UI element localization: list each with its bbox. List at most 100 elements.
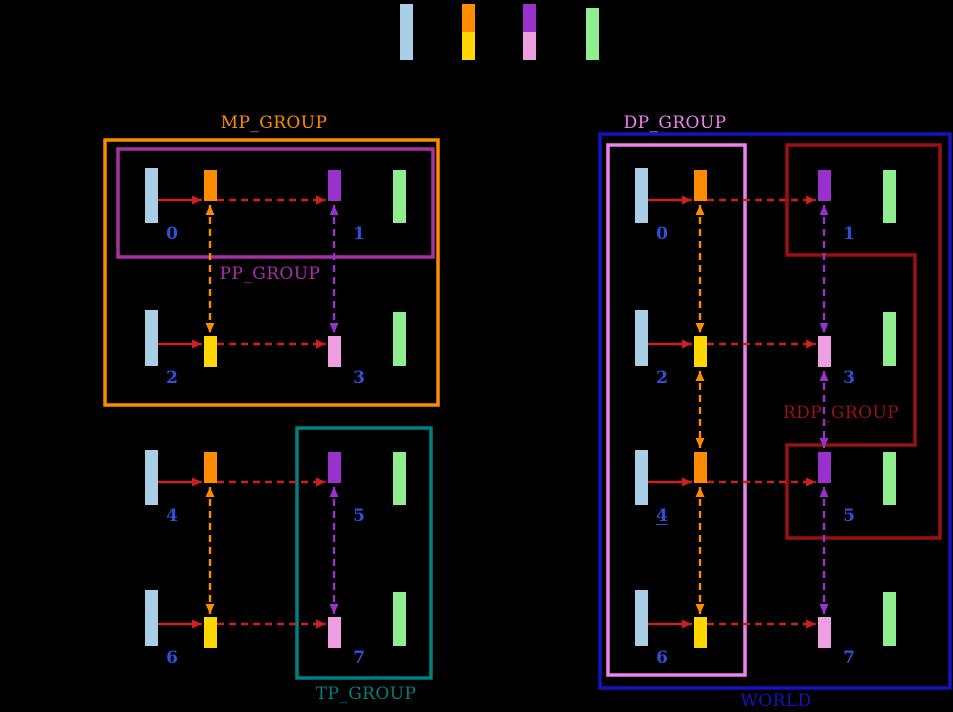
arrowhead bbox=[819, 438, 829, 448]
arrowhead bbox=[695, 604, 705, 614]
left-r6-input-bar bbox=[145, 590, 158, 646]
dp-group-label: DP_GROUP bbox=[623, 113, 727, 133]
rank-label-left-0: 0 bbox=[166, 224, 178, 244]
arrowhead bbox=[316, 339, 326, 349]
arrowhead bbox=[205, 323, 215, 333]
right-r6-half-bar bbox=[694, 617, 707, 648]
arrowhead bbox=[192, 619, 202, 629]
world-group-label: WORLD bbox=[740, 691, 812, 711]
left-r5-output-bar bbox=[393, 452, 406, 505]
arrowhead bbox=[205, 604, 215, 614]
rank-label-left-7: 7 bbox=[353, 648, 365, 668]
rank-label-right-5: 5 bbox=[843, 506, 855, 526]
left-r7-output-bar bbox=[393, 592, 406, 646]
right-r7-output-bar bbox=[883, 592, 896, 646]
left-r3-half-bar bbox=[328, 336, 341, 367]
left-r2-input-bar bbox=[145, 310, 158, 366]
right-r3-output-bar bbox=[883, 312, 896, 366]
arrowhead bbox=[806, 619, 816, 629]
mp-group-box bbox=[103, 138, 440, 407]
right-r6-input-bar bbox=[635, 590, 648, 646]
right-r1-half-bar bbox=[818, 170, 831, 201]
arrowhead bbox=[316, 477, 326, 487]
dp-group-box bbox=[606, 143, 747, 677]
right-r0-half-bar bbox=[694, 170, 707, 201]
arrowhead bbox=[819, 604, 829, 614]
arrowhead bbox=[806, 195, 816, 205]
legend-bar-yellow-half bbox=[462, 32, 475, 60]
rank-label-right-2: 2 bbox=[656, 368, 668, 388]
right-r7-half-bar bbox=[818, 617, 831, 648]
right-r4-input-bar bbox=[635, 450, 648, 505]
legend-bar-orange-half bbox=[462, 4, 475, 32]
left-r5-half-bar bbox=[328, 452, 341, 483]
rank-label-right-7: 7 bbox=[843, 648, 855, 668]
right-r4-half-bar bbox=[694, 452, 707, 483]
arrowhead bbox=[682, 195, 692, 205]
left-r6-half-bar bbox=[204, 617, 217, 648]
arrowhead bbox=[682, 477, 692, 487]
left-r0-input-bar bbox=[145, 168, 158, 223]
arrowhead bbox=[329, 323, 339, 333]
world-group-box bbox=[598, 132, 952, 690]
rank-label-right-4: 4 bbox=[656, 506, 668, 526]
left-r2-half-bar bbox=[204, 336, 217, 367]
left-r0-half-bar bbox=[204, 170, 217, 201]
arrowhead bbox=[192, 477, 202, 487]
pp-group-label: PP_GROUP bbox=[219, 264, 321, 284]
legend-bar-purple-half bbox=[523, 4, 536, 32]
left-r1-output-bar bbox=[393, 170, 406, 223]
legend-bar-lightblue bbox=[400, 4, 413, 60]
rank-label-left-4: 4 bbox=[166, 506, 178, 526]
arrowhead bbox=[316, 619, 326, 629]
arrowhead bbox=[819, 205, 829, 215]
left-r4-input-bar bbox=[145, 450, 158, 505]
arrowhead bbox=[316, 195, 326, 205]
rdp-group-label: RDP_GROUP bbox=[782, 403, 900, 423]
tp-group-label: TP_GROUP bbox=[315, 684, 417, 704]
right-r5-output-bar bbox=[883, 452, 896, 505]
arrowhead bbox=[695, 487, 705, 497]
left-r4-half-bar bbox=[204, 452, 217, 483]
arrowhead bbox=[329, 604, 339, 614]
right-r5-half-bar bbox=[818, 452, 831, 483]
left-r3-output-bar bbox=[393, 312, 406, 366]
legend-bar-green bbox=[586, 8, 599, 60]
tp-group-box bbox=[295, 426, 433, 680]
rank-label-right-6: 6 bbox=[656, 648, 668, 668]
rdp-group-box bbox=[785, 143, 942, 540]
rank-label-right-0: 0 bbox=[656, 224, 668, 244]
arrowhead bbox=[819, 323, 829, 333]
mp-group-label: MP_GROUP bbox=[220, 113, 328, 133]
arrowhead bbox=[205, 205, 215, 215]
arrowhead bbox=[192, 339, 202, 349]
left-r7-half-bar bbox=[328, 617, 341, 648]
rank-label-right-1: 1 bbox=[843, 224, 855, 244]
right-r2-input-bar bbox=[635, 310, 648, 366]
arrowhead bbox=[819, 487, 829, 497]
arrowhead bbox=[329, 487, 339, 497]
rank-label-left-5: 5 bbox=[353, 506, 365, 526]
rank-label-left-6: 6 bbox=[166, 648, 178, 668]
arrowhead bbox=[695, 438, 705, 448]
arrowhead bbox=[682, 619, 692, 629]
right-r3-half-bar bbox=[818, 336, 831, 367]
arrowhead bbox=[695, 371, 705, 381]
right-r2-half-bar bbox=[694, 336, 707, 367]
pp-group-box bbox=[116, 147, 435, 259]
rank-label-left-1: 1 bbox=[353, 224, 365, 244]
arrowhead bbox=[806, 339, 816, 349]
rank-label-right-3: 3 bbox=[843, 368, 855, 388]
arrowhead bbox=[682, 339, 692, 349]
arrowhead bbox=[819, 371, 829, 381]
rank-label-left-2: 2 bbox=[166, 368, 178, 388]
right-r0-input-bar bbox=[635, 168, 648, 223]
arrowhead bbox=[205, 487, 215, 497]
arrowhead bbox=[806, 477, 816, 487]
legend-bar-pink-half bbox=[523, 32, 536, 60]
right-r1-output-bar bbox=[883, 170, 896, 223]
rank-label-left-3: 3 bbox=[353, 368, 365, 388]
arrowhead bbox=[695, 323, 705, 333]
